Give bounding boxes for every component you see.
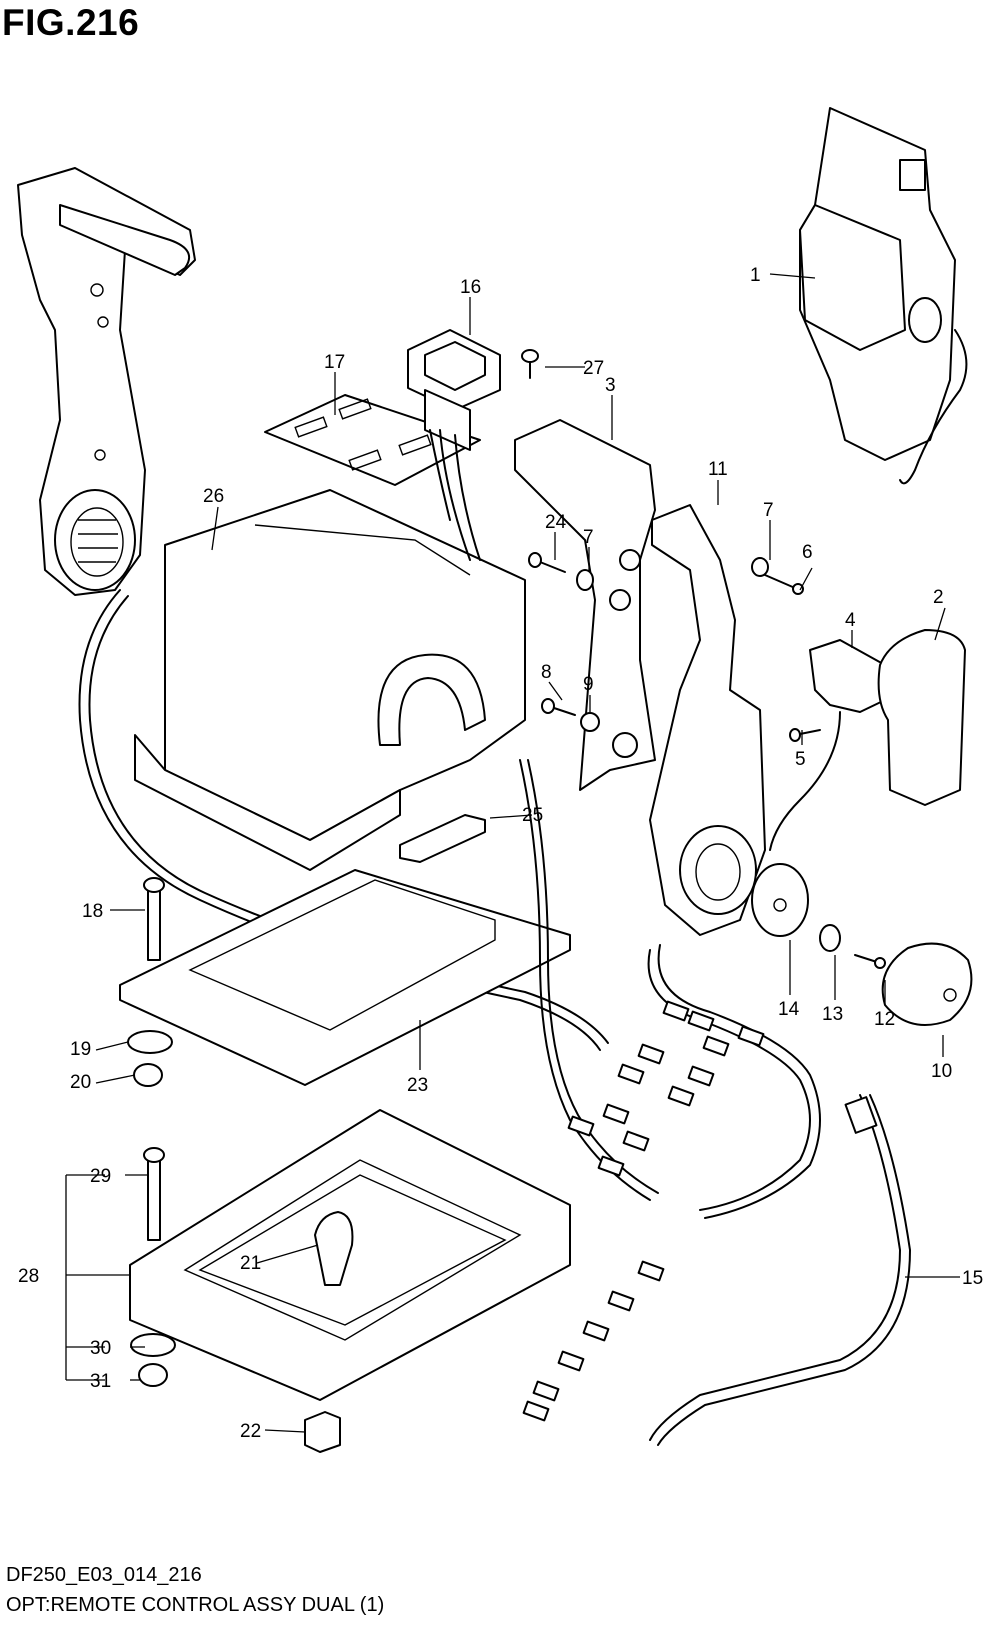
callout-13: 13 [822, 1004, 843, 1025]
callout-numbers: 1 2 3 4 5 6 7 7 8 9 10 11 12 13 14 15 16… [18, 265, 983, 1442]
switch-cover [877, 629, 966, 806]
callout-31: 31 [90, 1371, 111, 1392]
callout-30: 30 [90, 1338, 111, 1359]
callout-9: 9 [583, 674, 594, 695]
callout-11: 11 [708, 459, 728, 480]
grommet [314, 1211, 354, 1286]
figure-title: FIG.216 [2, 2, 140, 43]
callout-27: 27 [583, 358, 604, 379]
callout-15: 15 [962, 1268, 983, 1289]
callout-6: 6 [802, 542, 813, 563]
neutral-switch [809, 639, 886, 713]
callout-16: 16 [460, 277, 481, 298]
lever-bracket [514, 419, 656, 791]
callout-14: 14 [778, 999, 800, 1020]
figure-description: OPT:REMOTE CONTROL ASSY DUAL (1) [6, 1594, 385, 1616]
figure-code: DF250_E03_014_216 [6, 1564, 202, 1586]
callout-7b: 7 [763, 500, 774, 521]
knob-cap [881, 942, 973, 1026]
spacer-shim [399, 814, 486, 863]
cam-plate [751, 863, 809, 937]
leader-lines [65, 273, 960, 1433]
base-gasket-plate [119, 869, 571, 1086]
callout-20: 20 [70, 1072, 91, 1093]
callout-26: 26 [203, 486, 224, 507]
callout-3: 3 [605, 375, 616, 396]
trim-switch [407, 329, 501, 561]
callout-5: 5 [795, 749, 806, 770]
callout-24: 24 [545, 512, 567, 533]
callout-19: 19 [70, 1039, 91, 1060]
callout-10: 10 [931, 1061, 952, 1082]
callout-4: 4 [845, 610, 856, 631]
callout-2: 2 [933, 587, 944, 608]
clip [304, 1411, 341, 1453]
control-box-assy [799, 107, 968, 485]
callout-12: 12 [874, 1009, 895, 1030]
callout-22: 22 [240, 1421, 261, 1442]
left-throttle-lever [17, 167, 196, 596]
callout-8: 8 [541, 662, 552, 683]
callout-18: 18 [82, 901, 103, 922]
callout-23: 23 [407, 1075, 428, 1096]
shift-lever [649, 504, 766, 936]
callout-7a: 7 [583, 527, 594, 548]
callout-28: 28 [18, 1266, 39, 1287]
callout-1: 1 [750, 265, 761, 286]
wire-harness [519, 759, 911, 1446]
callout-25: 25 [522, 805, 543, 826]
callout-29: 29 [90, 1166, 111, 1187]
callout-17: 17 [324, 352, 345, 373]
callout-21: 21 [240, 1253, 261, 1274]
cover-housing [134, 489, 526, 871]
